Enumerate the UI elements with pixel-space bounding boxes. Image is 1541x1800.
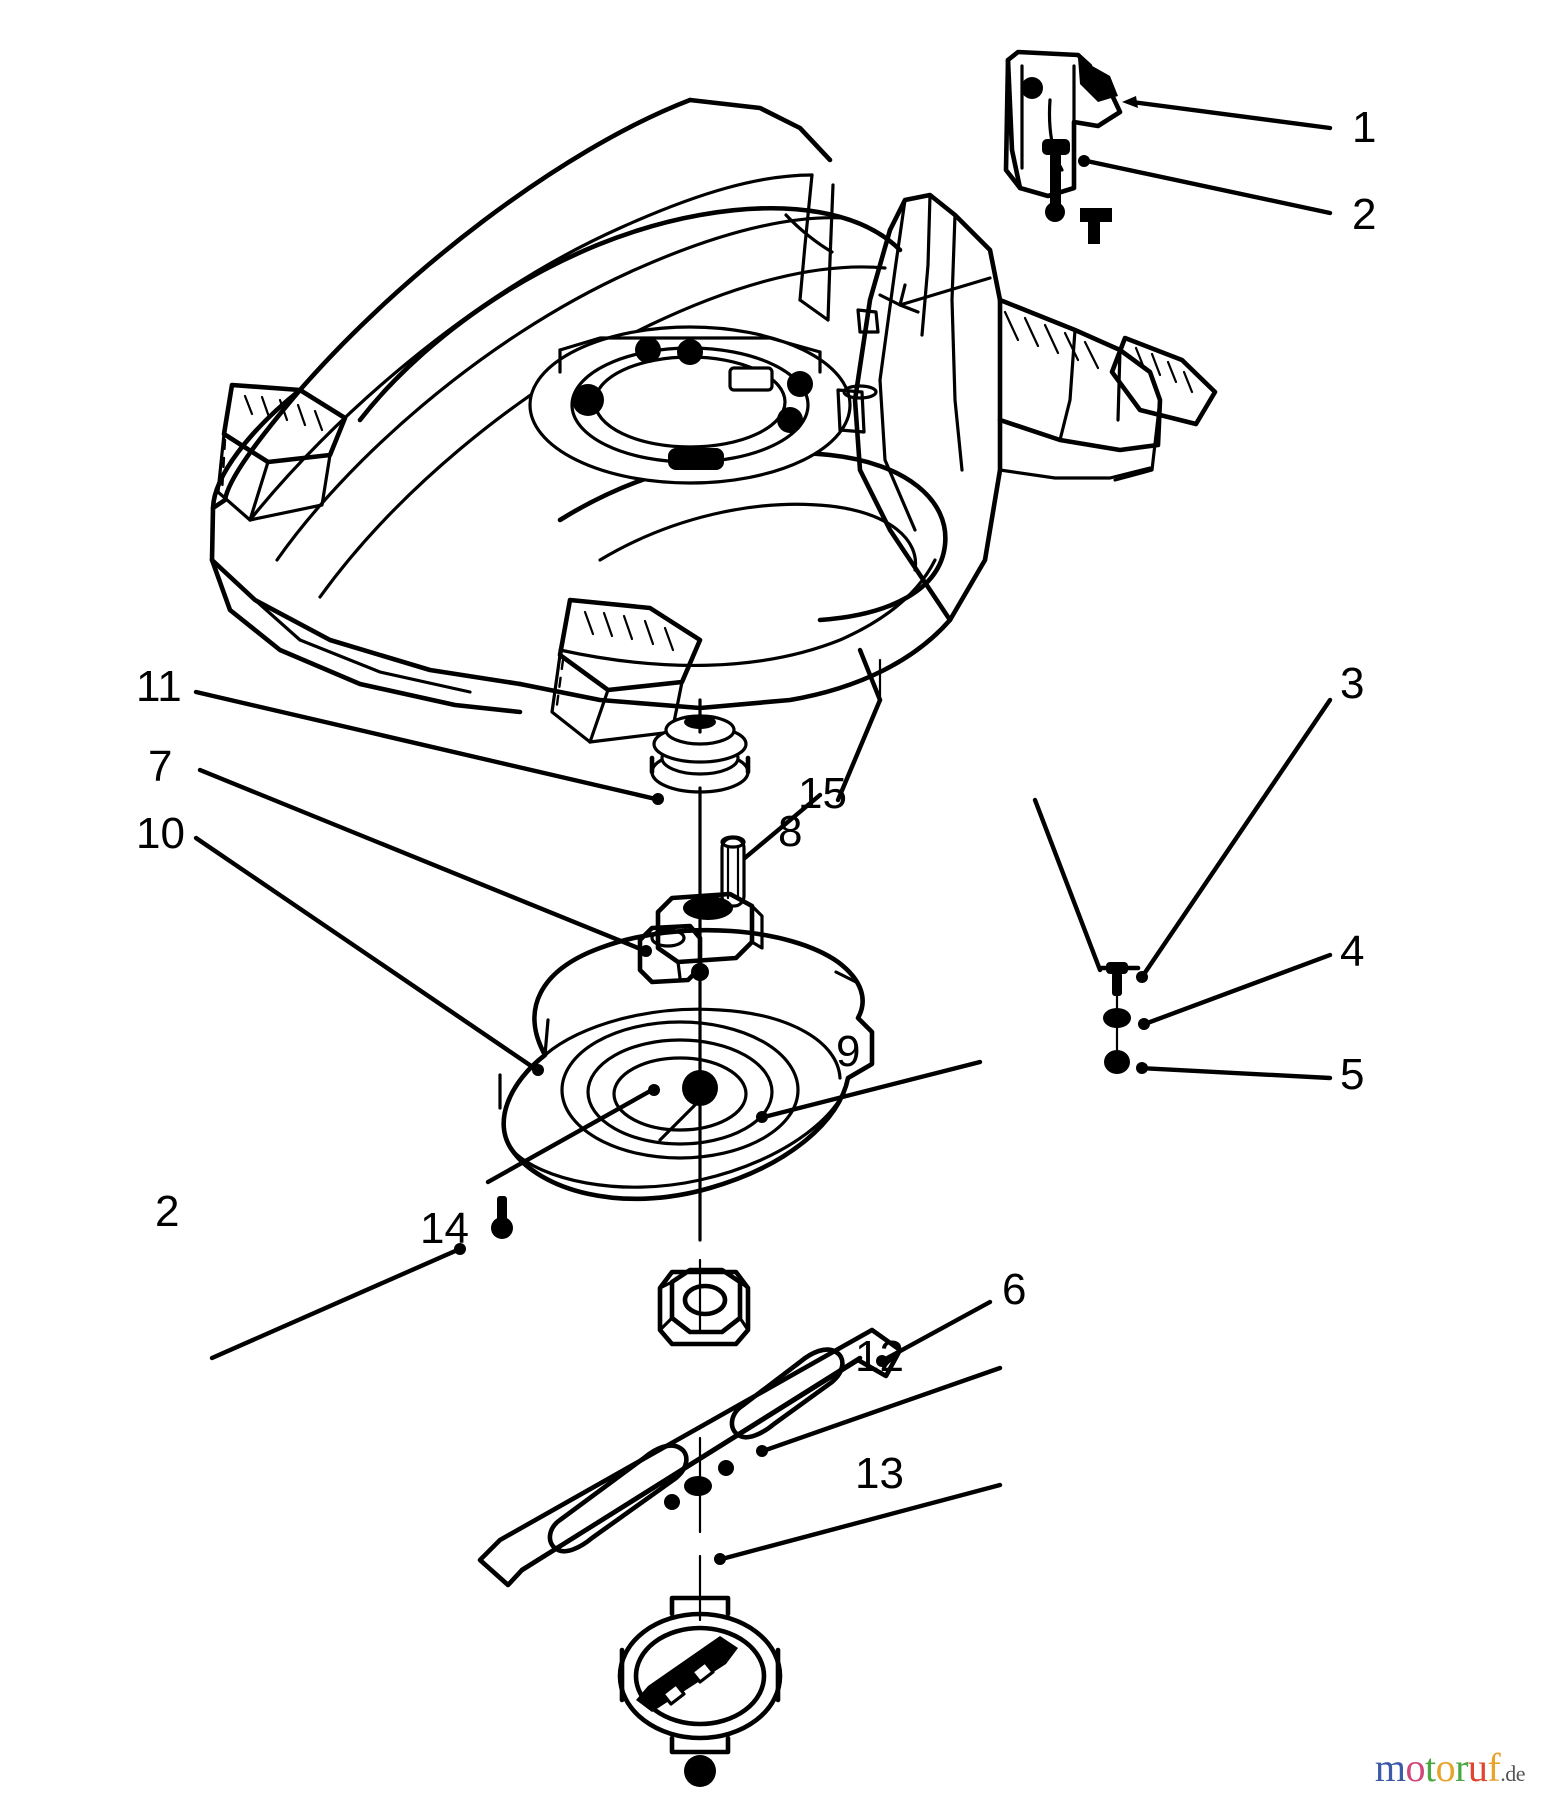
callout-15: 15 bbox=[798, 769, 847, 818]
blade-bolt-cup bbox=[617, 1595, 783, 1755]
callout-1: 1 bbox=[1352, 103, 1377, 152]
wm-letter-o1: o bbox=[1405, 1745, 1425, 1790]
callout-2b: 2 bbox=[155, 1187, 180, 1236]
left-wheel-bracket bbox=[216, 382, 348, 522]
fan-impeller bbox=[498, 927, 875, 1202]
callout-2a: 2 bbox=[1352, 190, 1377, 239]
callout-8: 8 bbox=[778, 807, 803, 856]
wm-letter-f: f bbox=[1487, 1745, 1501, 1790]
bracket-bolt bbox=[1042, 139, 1070, 222]
blade-washer-plate bbox=[657, 1267, 751, 1347]
roll-pin bbox=[720, 835, 746, 908]
wm-letter-t: t bbox=[1424, 1745, 1436, 1790]
wm-letter-r: r bbox=[1455, 1745, 1468, 1790]
blade-bolt-13 bbox=[684, 1755, 716, 1787]
spindle-pulley bbox=[649, 714, 751, 794]
fan-fastener bbox=[491, 1196, 513, 1239]
callout-6: 6 bbox=[1002, 1265, 1027, 1314]
callout-11: 11 bbox=[136, 662, 182, 711]
callout-3: 3 bbox=[1340, 659, 1365, 708]
screw-3 bbox=[1097, 962, 1141, 996]
callout-5: 5 bbox=[1340, 1050, 1365, 1099]
motoruf-watermark: motoruf.de bbox=[1374, 1745, 1526, 1790]
blade-adapter-hub bbox=[637, 891, 764, 985]
callout-9: 9 bbox=[836, 1027, 861, 1076]
callout-13: 13 bbox=[855, 1449, 904, 1498]
deck-housing bbox=[209, 97, 1218, 744]
deck-fasteners-right bbox=[1097, 962, 1141, 1074]
leader-lines bbox=[193, 96, 1333, 1565]
callout-14: 14 bbox=[420, 1204, 469, 1253]
wm-letter-m: m bbox=[1374, 1745, 1406, 1790]
wm-suffix: .de bbox=[1500, 1761, 1525, 1786]
wm-letter-u: u bbox=[1467, 1745, 1488, 1790]
callout-7: 7 bbox=[148, 742, 173, 791]
handle-mount-bracket bbox=[1003, 49, 1123, 244]
washer-4 bbox=[1103, 1008, 1131, 1028]
callout-12: 12 bbox=[855, 1332, 904, 1381]
cutting-blade bbox=[477, 1327, 903, 1588]
spindle-boss bbox=[528, 325, 852, 485]
callout-4: 4 bbox=[1340, 927, 1365, 976]
right-rear-wheel-bracket bbox=[1109, 335, 1218, 427]
wm-letter-o2: o bbox=[1435, 1745, 1456, 1790]
callout-10: 10 bbox=[136, 809, 185, 858]
nut-5 bbox=[1104, 1050, 1130, 1074]
